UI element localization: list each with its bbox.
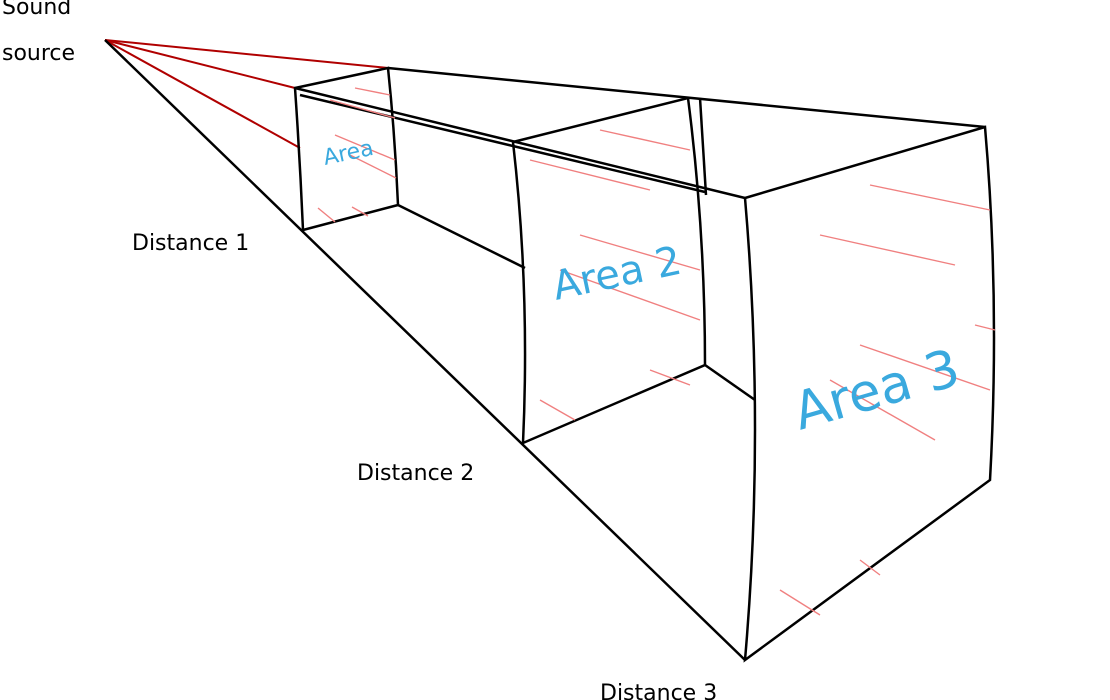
- area-2-face: [511, 96, 707, 445]
- sound-source-label-line1: Sound: [2, 0, 71, 20]
- area-2-label: Area 2: [549, 238, 686, 310]
- distance-2-label: Distance 2: [357, 461, 474, 486]
- sound-source-label-line2: source: [2, 41, 75, 66]
- distance-1-label: Distance 1: [132, 231, 249, 256]
- distance-3-label: Distance 3: [600, 681, 717, 700]
- area-1-face: [293, 66, 400, 232]
- area-1-label: Area: [321, 136, 376, 171]
- area-3-face: [743, 125, 996, 663]
- area-3-label: Area 3: [787, 338, 966, 442]
